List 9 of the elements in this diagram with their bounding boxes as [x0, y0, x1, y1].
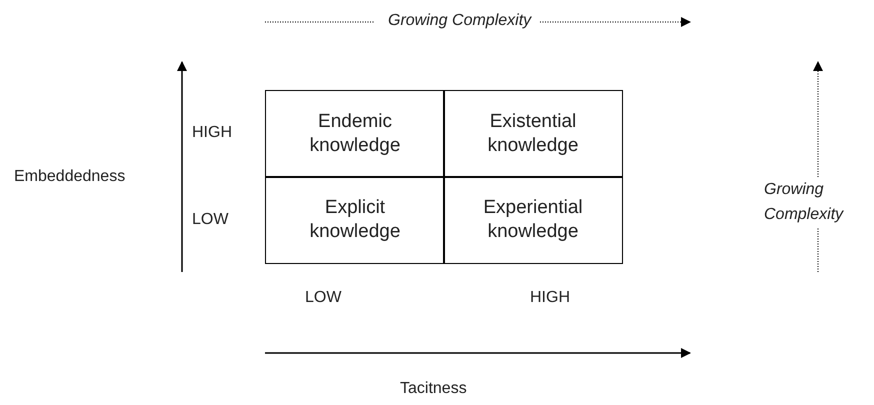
cell-text: Endemic knowledge [308, 110, 402, 158]
cell-text: Explicit knowledge [308, 196, 402, 244]
axis-title: Growing Complexity [388, 12, 532, 30]
cell-text: Experiential knowledge [482, 196, 584, 244]
matrix-cell [265, 176, 445, 264]
cell-text: Existential knowledge [486, 110, 580, 158]
matrix-cell [265, 90, 445, 178]
matrix-cell [443, 176, 623, 264]
matrix-cell [443, 90, 623, 178]
